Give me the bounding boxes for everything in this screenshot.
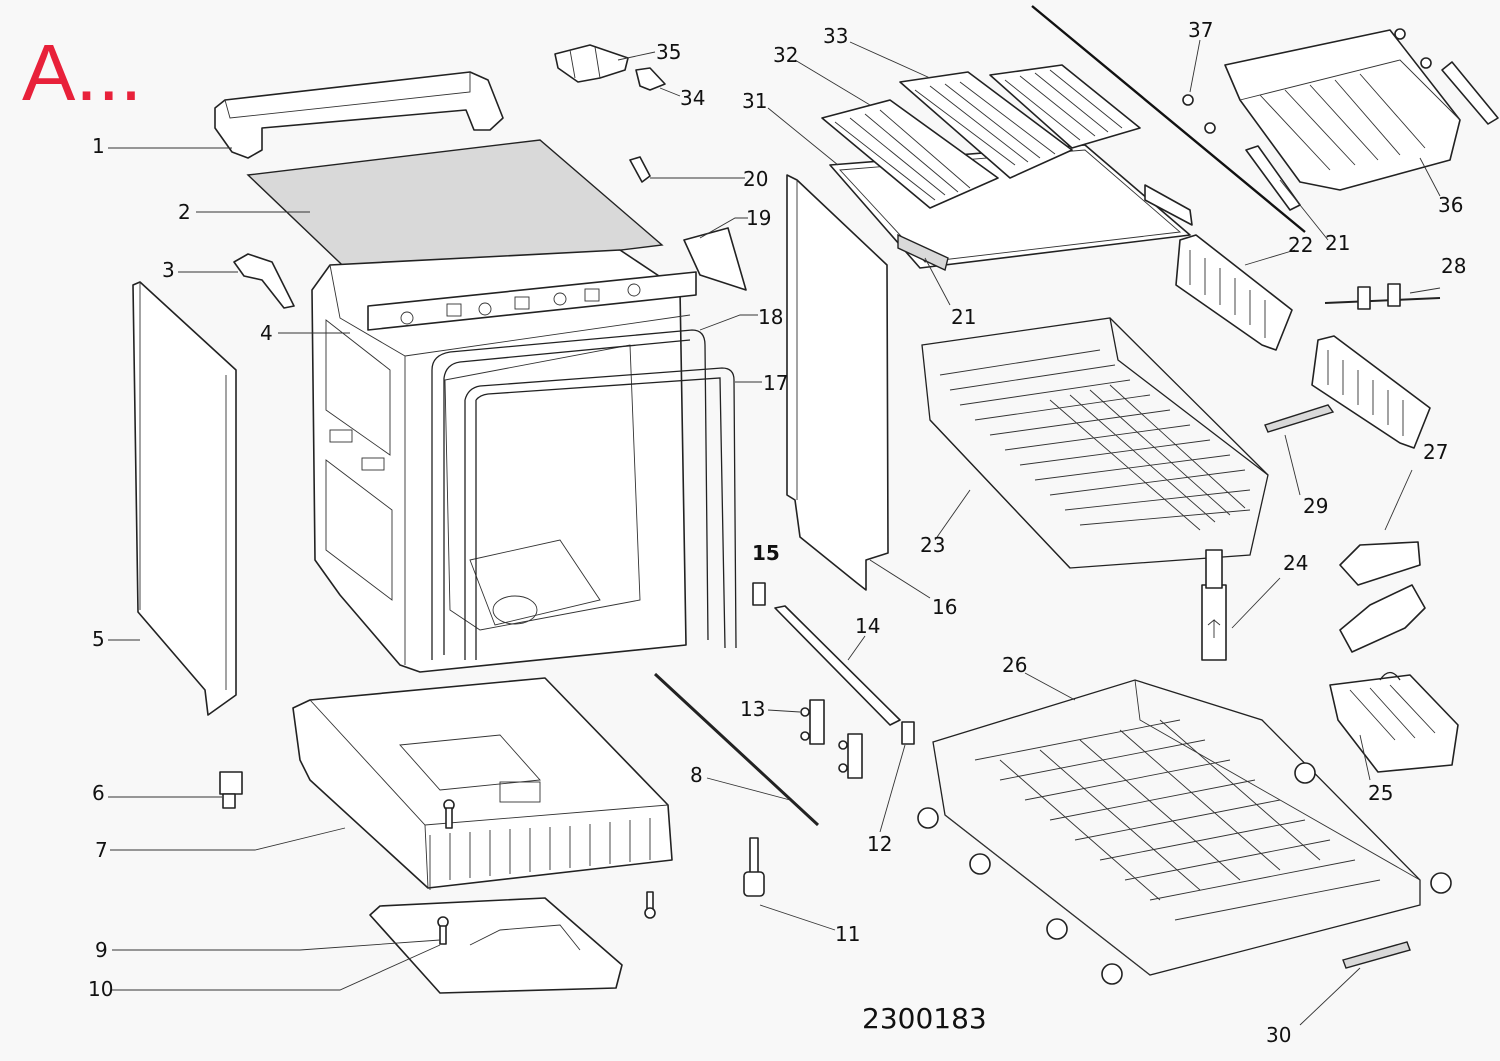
part-17-seal	[464, 367, 737, 660]
part-1-top-trim	[214, 71, 504, 159]
callout-16: 16	[932, 595, 957, 619]
callout-34: 34	[680, 86, 705, 110]
part-9-screw	[437, 916, 449, 945]
part-34-clip	[635, 67, 666, 91]
callout-36: 36	[1438, 193, 1463, 217]
callout-11: 11	[835, 922, 860, 946]
callout-9: 9	[95, 938, 108, 962]
clip-right	[1441, 61, 1499, 125]
callout-10: 10	[88, 977, 113, 1001]
part-20-pin	[629, 156, 651, 183]
part-16-door-panel	[786, 174, 889, 591]
callout-12: 12	[867, 832, 892, 856]
part-30-bar	[1342, 941, 1411, 969]
callout-3: 3	[162, 258, 175, 282]
callout-25: 25	[1368, 781, 1393, 805]
part-2-worktop	[246, 139, 664, 283]
part-8-rod	[653, 672, 820, 827]
part-18-gasket	[431, 329, 709, 660]
drawing-number: 2300183	[862, 1002, 987, 1035]
callout-15: 15	[752, 541, 780, 565]
callout-6: 6	[92, 781, 105, 805]
callout-19: 19	[746, 206, 771, 230]
callout-30: 30	[1266, 1023, 1291, 1047]
callout-24: 24	[1283, 551, 1308, 575]
callout-28: 28	[1441, 254, 1466, 278]
callout-13: 13	[740, 697, 765, 721]
part-35-dispenser	[554, 44, 629, 83]
callout-14: 14	[855, 614, 880, 638]
part-11-foot	[743, 837, 765, 897]
rack-clips	[1339, 541, 1426, 653]
screw-right	[644, 891, 656, 919]
upper-tray-right	[989, 64, 1141, 149]
callout-23: 23	[920, 533, 945, 557]
part-4-cabinet	[311, 249, 697, 673]
part-27-tine-row	[1311, 335, 1431, 449]
part-23-upper-basket	[921, 317, 1269, 569]
callout-numbers: 1 2 3 4 5 6 7 8 9 10 11 12 13 14 15 16 1…	[88, 18, 1466, 1047]
part-12-clip	[901, 721, 915, 745]
part-26-lower-basket	[917, 679, 1452, 985]
callout-29: 29	[1303, 494, 1328, 518]
part-25-cutlery-basket	[1329, 671, 1459, 773]
part-7-base	[292, 677, 673, 890]
part-6-valve	[219, 771, 243, 809]
callout-4: 4	[260, 321, 273, 345]
basket-wheels	[917, 762, 1452, 985]
callout-27: 27	[1423, 440, 1448, 464]
leader-lines	[108, 39, 1441, 1026]
callout-20: 20	[743, 167, 768, 191]
callout-7: 7	[95, 838, 108, 862]
part-15-clip	[752, 582, 766, 606]
callout-21b: 21	[1325, 231, 1350, 255]
callout-21a: 21	[951, 305, 976, 329]
callout-1: 1	[92, 134, 105, 158]
part-18-gasket-inner	[443, 339, 691, 655]
part-5-side-panel	[132, 281, 237, 716]
part-13-hinge	[800, 699, 863, 779]
callout-5: 5	[92, 627, 105, 651]
part-21-rail	[897, 233, 949, 271]
callout-32: 32	[773, 43, 798, 67]
part-29-bar	[1264, 404, 1335, 433]
part-3-bracket	[233, 253, 295, 309]
callout-31: 31	[742, 89, 767, 113]
part-14-strip	[774, 605, 901, 726]
corner-label: A...	[22, 28, 142, 117]
callout-35: 35	[656, 40, 681, 64]
callout-26: 26	[1002, 653, 1027, 677]
part-37-fasteners	[1182, 28, 1432, 134]
callout-37: 37	[1188, 18, 1213, 42]
part-36-cutlery-drawer	[1224, 29, 1461, 191]
callout-22: 22	[1288, 233, 1313, 257]
part-28-spray-arm	[1324, 283, 1441, 310]
callout-18: 18	[758, 305, 783, 329]
callout-33: 33	[823, 24, 848, 48]
separator-line	[1031, 5, 1306, 233]
control-knobs	[400, 283, 641, 325]
part-32-cutlery-tray	[821, 99, 999, 209]
screw-left	[443, 799, 455, 829]
callout-8: 8	[690, 763, 703, 787]
part-10-bottom-plate	[369, 897, 623, 994]
rail-bracket	[1144, 184, 1193, 226]
part-33-cutlery-tray	[899, 71, 1073, 179]
part-19-hinge-cover	[683, 227, 747, 291]
part-24-label-tag	[1201, 549, 1227, 661]
callout-17: 17	[763, 371, 788, 395]
callout-2: 2	[178, 200, 191, 224]
part-22-tine-row	[1175, 234, 1293, 351]
